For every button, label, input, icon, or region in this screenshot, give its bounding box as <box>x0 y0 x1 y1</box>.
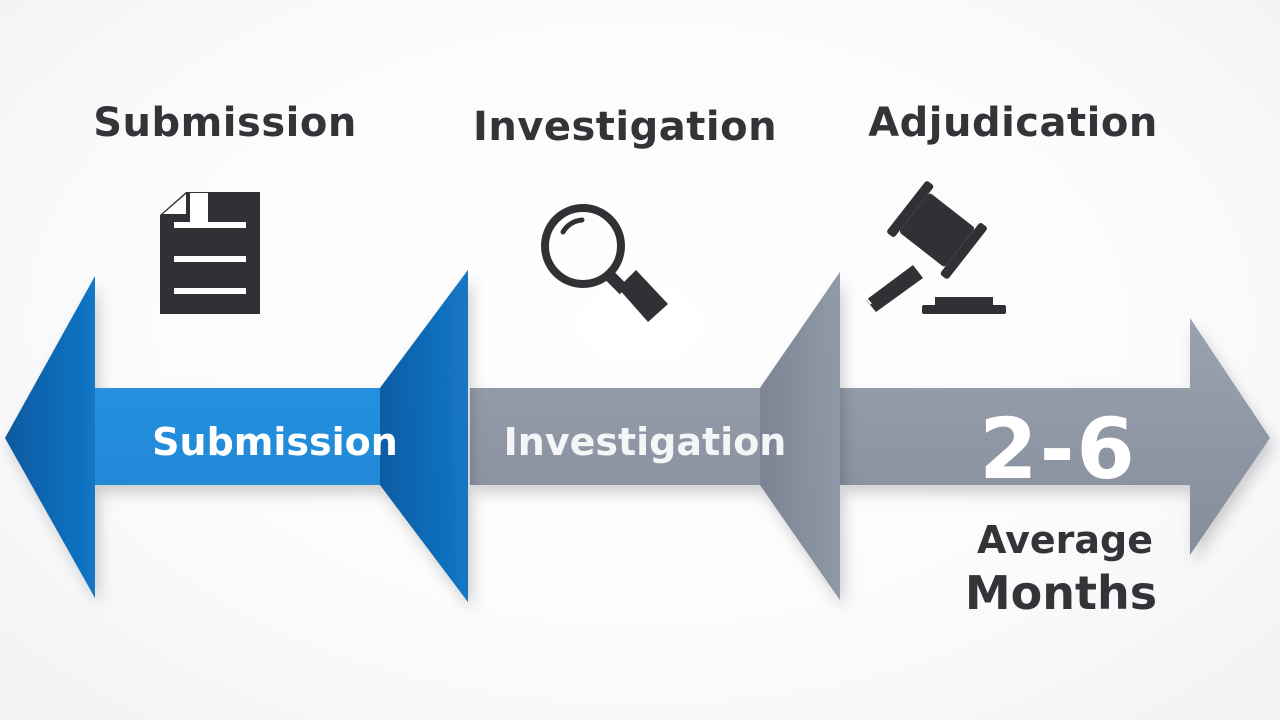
document-icon <box>160 192 260 314</box>
band-label-submission: Submission <box>152 420 398 464</box>
stage-title-submission: Submission <box>93 100 357 146</box>
stage-title-adjudication: Adjudication <box>868 100 1158 146</box>
arrow-adjudication <box>840 318 1270 555</box>
stage-title-investigation: Investigation <box>472 104 778 150</box>
duration-label-months: Months <box>964 566 1158 620</box>
duration-label-average: Average <box>977 518 1153 562</box>
duration-value: 2-6 <box>979 400 1137 498</box>
band-label-investigation: Investigation <box>503 420 787 464</box>
magnifier-icon <box>541 204 668 322</box>
gavel-icon <box>865 181 1006 314</box>
arrow-submission <box>5 270 468 602</box>
arrow-investigation <box>470 272 840 600</box>
